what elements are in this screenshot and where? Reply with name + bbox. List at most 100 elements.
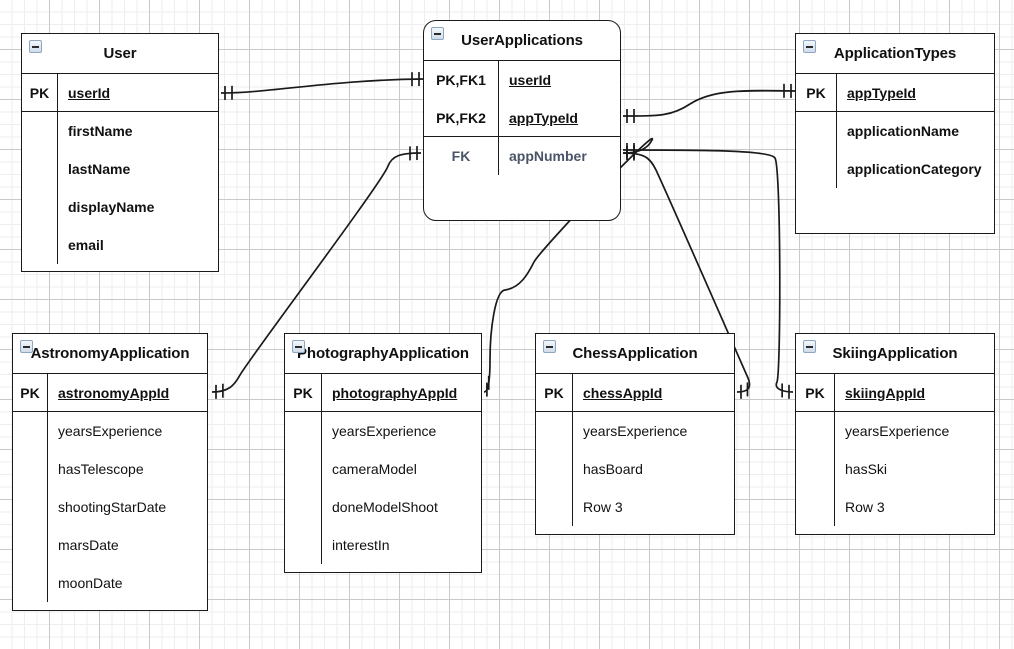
entity-title: ChessApplication bbox=[572, 345, 698, 362]
attribute-name: cameraModel bbox=[332, 461, 417, 477]
attribute-key-label: PK bbox=[544, 384, 564, 401]
attribute-key-label: PK,FK1 bbox=[436, 72, 486, 88]
attribute-row[interactable]: PK photographyAppId bbox=[285, 374, 481, 412]
attribute-name: shootingStarDate bbox=[58, 499, 167, 515]
key-column-divider bbox=[572, 374, 573, 526]
collapse-minus-icon[interactable] bbox=[431, 27, 444, 40]
relationship-userapplications-to-applicationtypes[interactable] bbox=[622, 83, 796, 123]
attribute-row[interactable]: hasSki bbox=[796, 450, 994, 488]
collapse-minus-icon[interactable] bbox=[803, 340, 816, 353]
key-column-divider bbox=[498, 61, 499, 175]
attribute-row[interactable]: PK userId bbox=[22, 74, 218, 112]
attribute-row[interactable]: moonDate bbox=[13, 564, 207, 602]
attribute-key-label: PK bbox=[806, 84, 826, 101]
attribute-row[interactable]: PK chessAppId bbox=[536, 374, 734, 412]
attribute-row[interactable]: cameraModel bbox=[285, 450, 481, 488]
attribute-row[interactable]: doneModelShoot bbox=[285, 488, 481, 526]
attribute-key-label: PK bbox=[805, 384, 825, 401]
relationship-line bbox=[622, 89, 796, 117]
attribute-row[interactable]: shootingStarDate bbox=[13, 488, 207, 526]
attribute-name: doneModelShoot bbox=[332, 499, 438, 515]
attribute-name: hasTelescope bbox=[58, 461, 144, 477]
attribute-row[interactable]: interestIn bbox=[285, 526, 481, 564]
attribute-row[interactable]: lastName bbox=[22, 150, 218, 188]
attribute-row[interactable]: PK appTypeId bbox=[796, 74, 994, 112]
attribute-row[interactable]: yearsExperience bbox=[285, 412, 481, 450]
key-column-divider bbox=[47, 374, 48, 602]
key-column-divider bbox=[57, 74, 58, 264]
entity-attribute-list: PK photographyAppId yearsExperience cameraM… bbox=[285, 374, 481, 564]
entity-header-applicationtypes: ApplicationTypes bbox=[796, 34, 994, 74]
entity-header-userapplications: UserApplications bbox=[424, 21, 620, 61]
collapse-minus-icon[interactable] bbox=[292, 340, 305, 353]
attribute-name: yearsExperience bbox=[332, 423, 437, 439]
attribute-row[interactable]: hasTelescope bbox=[13, 450, 207, 488]
attribute-key-label: PK bbox=[20, 384, 40, 401]
attribute-name: Row 3 bbox=[845, 499, 885, 515]
relationship-user-to-userapplications[interactable] bbox=[220, 72, 424, 100]
attribute-row[interactable]: hasBoard bbox=[536, 450, 734, 488]
attribute-name: appTypeId bbox=[509, 109, 578, 126]
collapse-minus-icon[interactable] bbox=[803, 40, 816, 53]
attribute-row[interactable]: applicationName bbox=[796, 112, 994, 150]
attribute-name: appTypeId bbox=[847, 84, 916, 101]
attribute-row[interactable]: Row 3 bbox=[536, 488, 734, 526]
attribute-name: userId bbox=[509, 72, 552, 88]
relationship-line bbox=[220, 78, 424, 94]
attribute-row[interactable]: yearsExperience bbox=[536, 412, 734, 450]
attribute-name: applicationName bbox=[847, 123, 960, 139]
attribute-name: userId bbox=[68, 84, 111, 101]
attribute-row[interactable]: firstName bbox=[22, 112, 218, 150]
entity-title: AstronomyApplication bbox=[30, 345, 190, 362]
attribute-row[interactable]: marsDate bbox=[13, 526, 207, 564]
attribute-row[interactable]: yearsExperience bbox=[13, 412, 207, 450]
attribute-name: moonDate bbox=[58, 575, 123, 591]
entity-title: ApplicationTypes bbox=[833, 45, 957, 62]
attribute-name: lastName bbox=[68, 161, 131, 177]
attribute-name: hasBoard bbox=[583, 461, 643, 477]
attribute-row[interactable]: yearsExperience bbox=[796, 412, 994, 450]
attribute-name: photographyAppId bbox=[332, 384, 458, 401]
attribute-name: displayName bbox=[68, 199, 155, 215]
attribute-key-label: PK bbox=[29, 84, 50, 101]
attribute-name: yearsExperience bbox=[845, 423, 950, 439]
entity-title: User bbox=[103, 45, 137, 62]
attribute-row[interactable]: Row 3 bbox=[796, 488, 994, 526]
attribute-name: astronomyAppId bbox=[58, 384, 170, 401]
collapse-minus-icon[interactable] bbox=[543, 340, 556, 353]
attribute-key-label: FK bbox=[451, 148, 471, 164]
entity-header-astronomyapplication: AstronomyApplication bbox=[13, 334, 207, 374]
attribute-row[interactable]: displayName bbox=[22, 188, 218, 226]
attribute-name: yearsExperience bbox=[58, 423, 163, 439]
collapse-minus-icon[interactable] bbox=[20, 340, 33, 353]
attribute-name: chessAppId bbox=[583, 384, 663, 401]
entity-attribute-list: PK astronomyAppId yearsExperience hasTelesc… bbox=[13, 374, 207, 602]
entity-attribute-list: PK userId firstName lastName displayName emai… bbox=[22, 74, 218, 264]
key-column-divider bbox=[834, 374, 835, 526]
entity-header-chessapplication: ChessApplication bbox=[536, 334, 734, 374]
entity-header-photographyapplication: PhotographyApplication bbox=[285, 334, 481, 374]
attribute-name: email bbox=[68, 237, 104, 253]
entity-title: PhotographyApplication bbox=[297, 345, 469, 362]
attribute-row[interactable]: PK astronomyAppId bbox=[13, 374, 207, 412]
attribute-row[interactable]: email bbox=[22, 226, 218, 264]
attribute-row[interactable]: PK,FK1 userId bbox=[424, 61, 620, 99]
attribute-name: hasSki bbox=[845, 461, 888, 477]
attribute-row[interactable]: applicationCategory bbox=[796, 150, 994, 188]
key-column-divider bbox=[321, 374, 322, 564]
collapse-minus-icon[interactable] bbox=[29, 40, 42, 53]
entity-title: UserApplications bbox=[461, 32, 583, 49]
attribute-key-label: PK bbox=[293, 384, 313, 401]
